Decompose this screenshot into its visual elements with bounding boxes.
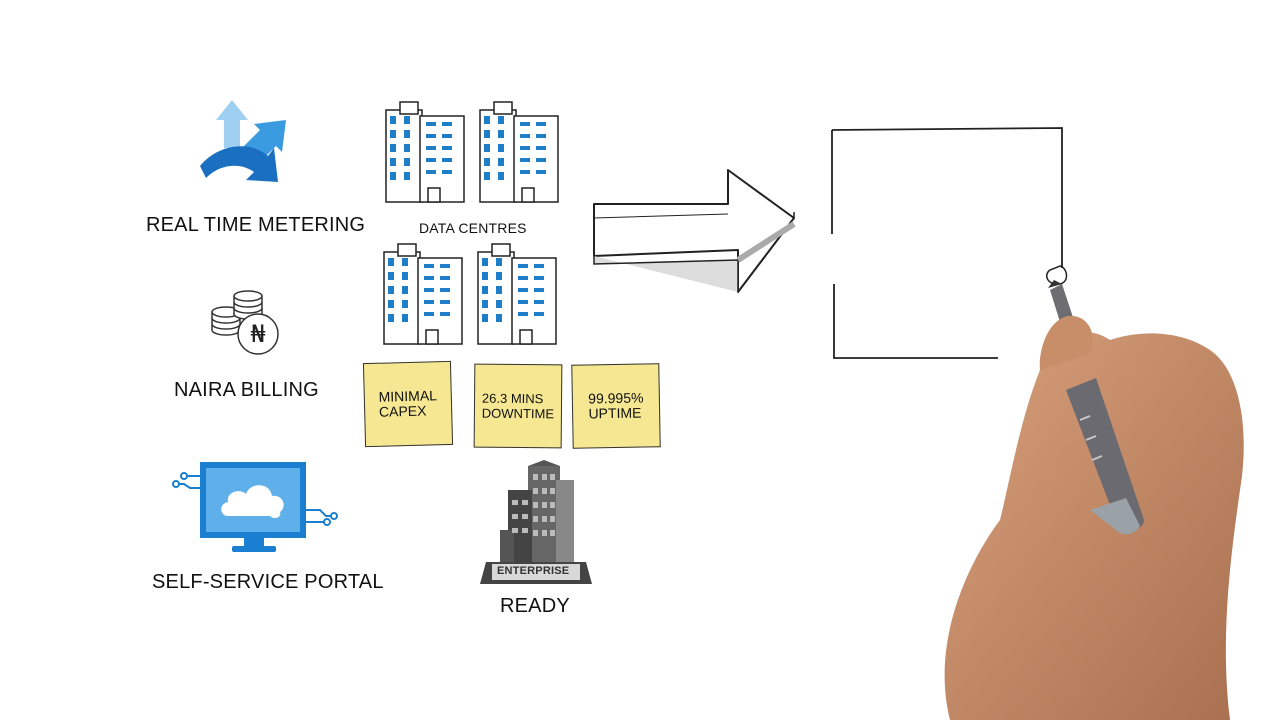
svg-text:₦: ₦ xyxy=(250,320,265,348)
cloud-monitor-icon xyxy=(172,462,338,552)
coins-naira-icon: ₦ xyxy=(211,290,279,355)
building-icon xyxy=(477,243,557,345)
enterprise-building-icon xyxy=(480,460,592,584)
naira-billing-label: NAIRA BILLING xyxy=(174,379,319,401)
arrows-icon xyxy=(200,100,286,182)
hand-with-marker xyxy=(944,280,1244,720)
self-service-portal-label: SELF-SERVICE PORTAL xyxy=(152,571,384,593)
right-arrow-icon xyxy=(593,169,796,293)
sticky-note-uptime: 99.995% UPTIME xyxy=(571,363,661,449)
ready-label: READY xyxy=(500,595,570,617)
building-icon xyxy=(383,243,463,345)
sticky-note-text: 99.995% UPTIME xyxy=(588,389,644,422)
sticky-note-downtime: 26.3 MINS DOWNTIME xyxy=(473,363,563,449)
building-icon xyxy=(385,101,465,203)
sticky-note-text: 26.3 MINS DOWNTIME xyxy=(481,390,555,422)
data-centres-label: DATA CENTRES xyxy=(419,220,527,236)
building-icon xyxy=(479,101,559,203)
sticky-note-text: MINIMAL CAPEX xyxy=(378,387,438,420)
enterprise-badge: ENTERPRISE xyxy=(497,565,570,577)
drawn-box xyxy=(831,127,1068,359)
real-time-metering-label: REAL TIME METERING xyxy=(146,214,366,236)
sticky-note-capex: MINIMAL CAPEX xyxy=(362,360,454,448)
